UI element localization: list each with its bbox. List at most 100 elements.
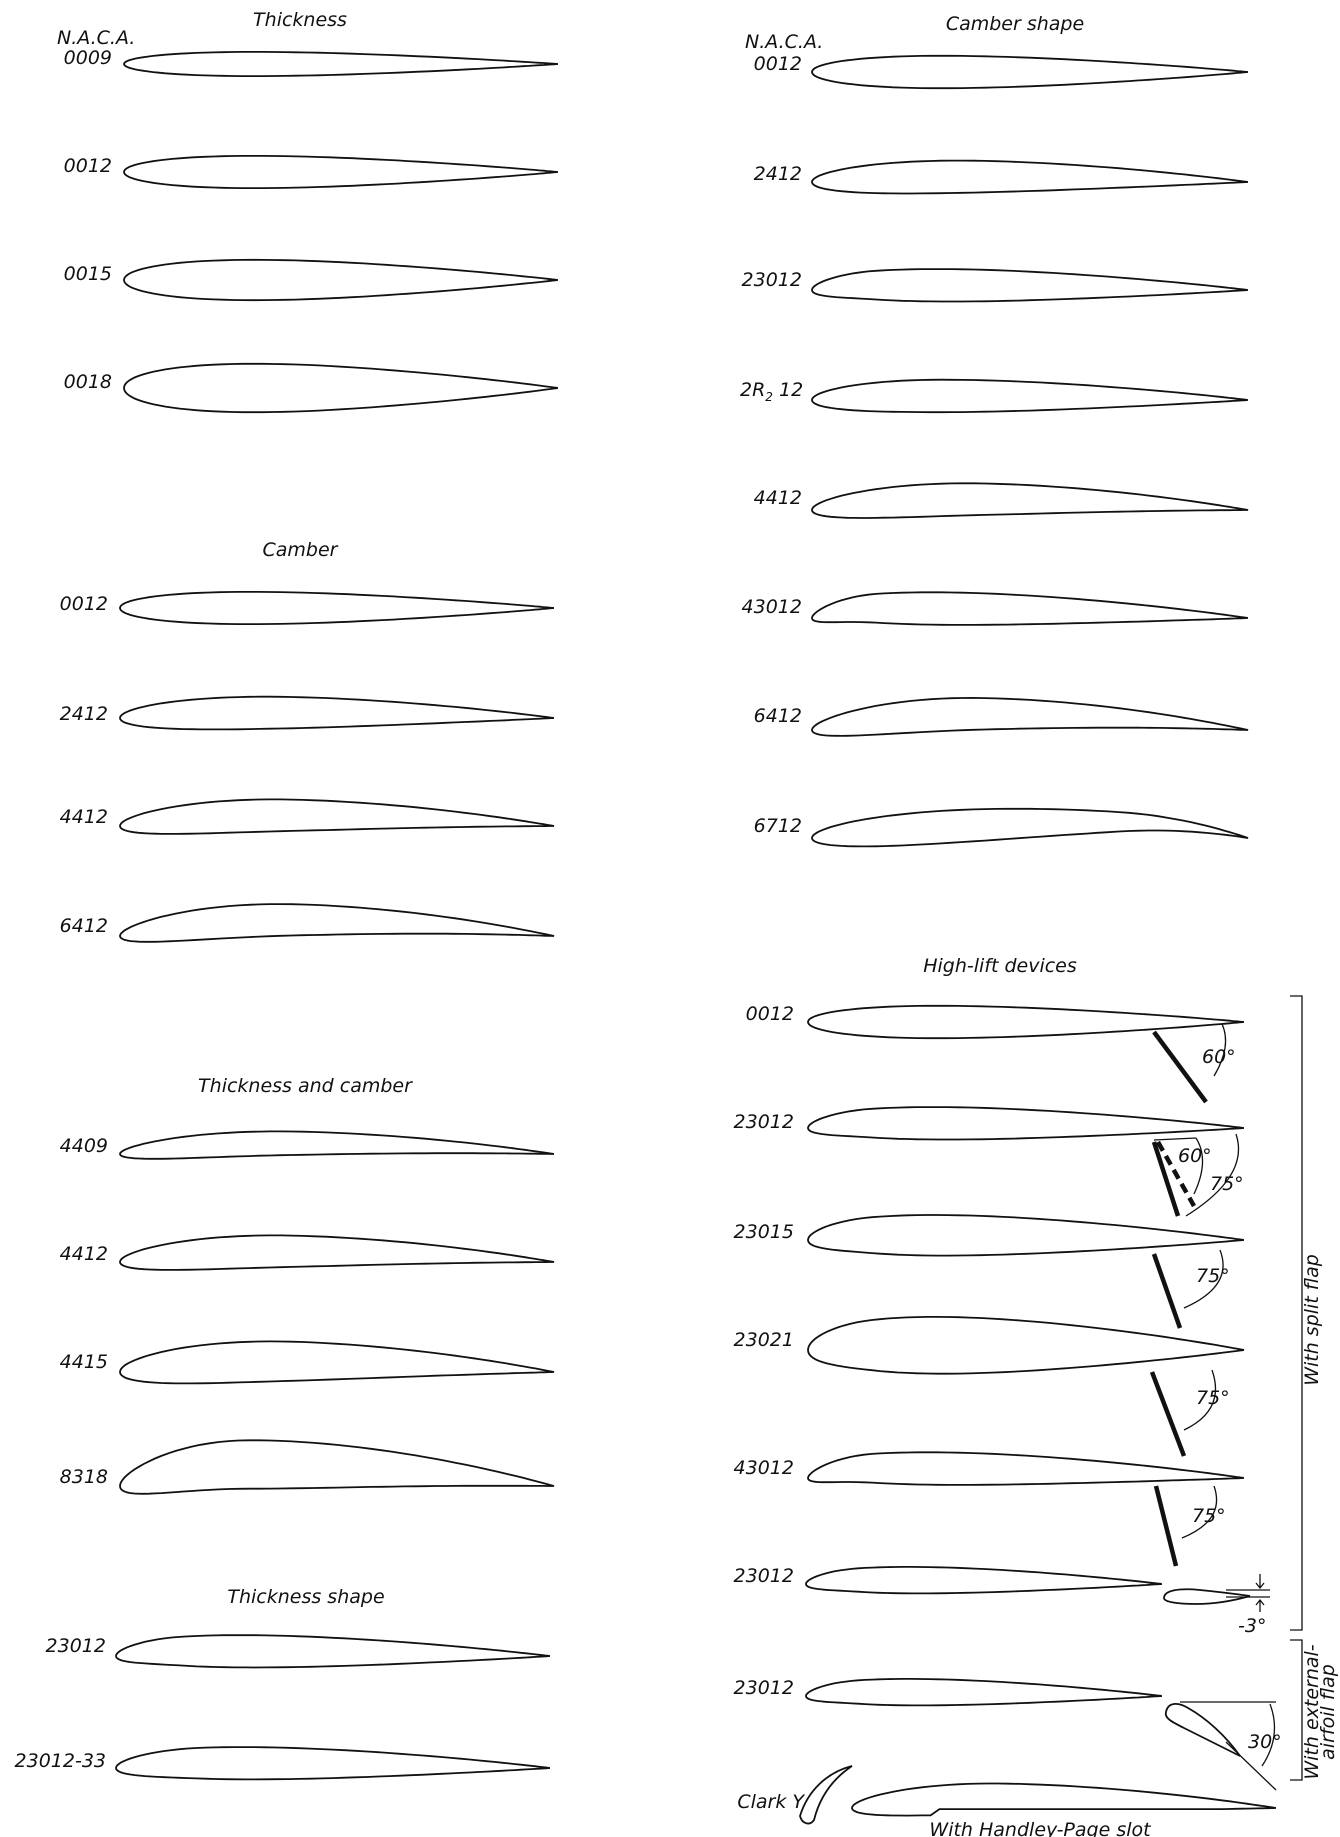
airfoil-outline <box>811 591 1248 626</box>
airfoil-label: 0012 <box>754 53 802 75</box>
airfoil-row: 2412 <box>754 159 1248 195</box>
airfoil-outline <box>807 1106 1244 1141</box>
label-2r-subscript: 2 <box>765 390 773 404</box>
flap-reference-line <box>1153 1137 1197 1141</box>
airfoil-outline <box>807 1214 1244 1257</box>
title-camber: Camber <box>263 539 339 561</box>
airfoil-label: 2412 <box>754 163 802 185</box>
airfoil-label: 23012 <box>46 1635 106 1657</box>
external-airfoil-flap <box>1163 1588 1251 1605</box>
airfoil-row: 23015 75° <box>734 1214 1244 1329</box>
airfoil-outline <box>811 54 1248 90</box>
flap-reference-line <box>1225 1741 1277 1791</box>
header-naca-left: N.A.C.A. <box>57 27 135 49</box>
side-label-split-flap: With split flap <box>1301 1254 1323 1386</box>
label-2r-tail: 12 <box>773 379 803 401</box>
airfoil-label: 43012 <box>742 596 802 618</box>
airfoil-label: 23015 <box>734 1221 794 1243</box>
airfoil-outline <box>119 1439 555 1495</box>
airfoil-label: 2412 <box>60 703 108 725</box>
airfoil-row: 23012 60° 75° <box>734 1106 1244 1217</box>
airfoil-label: 4412 <box>60 1243 108 1265</box>
side-label-external-airfoil-flap-1: With external- <box>1301 1644 1323 1779</box>
airfoil-label: 6712 <box>754 815 802 837</box>
airfoil-label: 4415 <box>60 1351 108 1373</box>
airfoil-row: 23012 <box>742 268 1248 303</box>
airfoil-label: 0018 <box>64 371 112 393</box>
airfoil-row: 4412 <box>60 1234 555 1271</box>
angle-arc <box>1193 1137 1204 1195</box>
title-camber-shape: Camber shape <box>946 13 1084 35</box>
airfoil-outline <box>123 258 558 302</box>
airfoil-outline <box>807 1451 1244 1486</box>
airfoil-outline <box>851 1782 1276 1817</box>
airfoil-outline <box>811 159 1248 195</box>
airfoil-label: 0012 <box>746 1003 794 1025</box>
airfoil-label: 4412 <box>60 806 108 828</box>
angle-arrow <box>1255 1598 1265 1612</box>
bracket-external-airfoil-flap <box>1290 1639 1303 1781</box>
airfoil-outline <box>811 268 1248 303</box>
airfoil-label: 8318 <box>60 1466 108 1488</box>
airfoil-row: 0012 60° <box>746 1003 1244 1104</box>
airfoil-row: 4415 <box>60 1340 555 1385</box>
airfoil-label: 23012-33 <box>15 1750 106 1772</box>
external-airfoil-flap <box>1164 1703 1241 1757</box>
airfoil-outline <box>119 591 554 625</box>
airfoil-outline <box>123 155 558 189</box>
airfoil-label: 0012 <box>60 593 108 615</box>
airfoil-row: 8318 <box>60 1439 555 1495</box>
airfoil-outline <box>119 695 554 731</box>
title-thickness-shape: Thickness shape <box>227 1586 384 1608</box>
airfoil-row: 0012 <box>60 591 554 625</box>
airfoil-outline <box>811 696 1249 737</box>
flap-angle-label: 75° <box>1196 1265 1230 1287</box>
angle-arc <box>1183 1249 1224 1309</box>
split-flap <box>1151 1253 1183 1329</box>
airfoil-row: 0012 <box>64 155 558 189</box>
flap-angle-label: 75° <box>1196 1387 1230 1409</box>
airfoil-row: 4412 <box>60 798 555 835</box>
split-flap <box>1151 1141 1181 1217</box>
airfoil-outline <box>115 1746 550 1781</box>
airfoil-outline <box>115 1634 550 1669</box>
airfoil-row: 23012 <box>46 1634 550 1669</box>
angle-arrow <box>1255 1574 1265 1590</box>
airfoil-row: 0018 <box>64 362 558 414</box>
header-naca-right: N.A.C.A. <box>745 31 823 53</box>
airfoil-label: 43012 <box>734 1457 794 1479</box>
airfoil-row: 0015 <box>64 258 558 302</box>
airfoil-outline <box>807 1316 1245 1375</box>
airfoil-outline <box>119 903 555 943</box>
caption-handley-page-slot: With Handley-Page slot <box>929 1819 1152 1837</box>
airfoil-label: 0015 <box>64 263 112 285</box>
title-thickness: Thickness <box>253 9 347 31</box>
airfoil-label: 23012 <box>734 1111 794 1133</box>
airfoil-row: 6412 <box>60 903 555 943</box>
airfoil-outline <box>123 362 558 414</box>
title-thickness-and-camber: Thickness and camber <box>198 1075 413 1097</box>
airfoil-outline <box>805 1678 1162 1707</box>
split-flap <box>1149 1371 1187 1457</box>
airfoil-outline <box>805 1566 1162 1595</box>
airfoil-label: 0009 <box>64 47 112 69</box>
airfoil-label: 23012 <box>734 1565 794 1587</box>
airfoil-label: 23012 <box>734 1677 794 1699</box>
airfoil-label: 23012 <box>742 269 802 291</box>
airfoil-outline <box>811 482 1249 519</box>
airfoil-label: 2R2 12 <box>740 379 803 404</box>
angle-arc <box>1261 1703 1276 1767</box>
airfoil-outline <box>807 1004 1244 1040</box>
airfoil-outline <box>119 1340 555 1385</box>
airfoil-outline <box>119 798 555 835</box>
angle-arc <box>1213 1023 1227 1077</box>
handley-page-slat <box>799 1765 853 1825</box>
flap-angle-label: 75° <box>1192 1505 1226 1527</box>
airfoil-row: 43012 <box>742 591 1248 626</box>
airfoil-outline <box>123 51 558 77</box>
airfoil-row: 43012 75° <box>734 1451 1244 1567</box>
airfoil-label: 4409 <box>60 1135 108 1157</box>
flap-angle-label: 75° <box>1210 1173 1244 1195</box>
airfoil-row: 2R2 12 <box>740 378 1248 414</box>
